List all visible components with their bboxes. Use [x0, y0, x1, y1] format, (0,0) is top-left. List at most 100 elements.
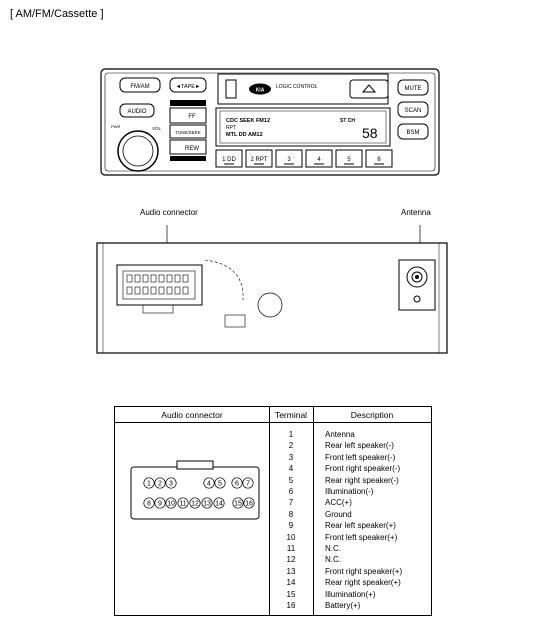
connector-pin-slot: [134, 286, 141, 295]
connector-pin-slot: [150, 274, 157, 283]
pin-circle: [213, 497, 225, 509]
preset-button-3[interactable]: 3: [275, 149, 303, 168]
connector-pin-slot: [158, 274, 165, 283]
svg-text:FF: FF: [188, 114, 196, 120]
pin-number: 5: [218, 481, 222, 488]
preset-button-4[interactable]: 4: [305, 149, 333, 168]
display-line2: RPT: [226, 125, 236, 131]
pin-circle: [143, 477, 155, 489]
terminal-number: 1: [288, 430, 294, 439]
terminal-description: Illumination(+): [325, 589, 376, 599]
terminal-description: ACC(+): [325, 498, 352, 508]
preset-button-5[interactable]: 5: [335, 149, 363, 168]
terminal-number: 7: [288, 498, 294, 508]
svg-text:TUNE/SEEK: TUNE/SEEK: [175, 130, 201, 135]
pin-circle: [214, 477, 226, 489]
pin-number: 16: [245, 501, 253, 508]
pin-circle: [189, 497, 201, 509]
terminal-number: 2: [288, 441, 294, 451]
pin-number: 3: [169, 481, 173, 488]
svg-text:6: 6: [377, 157, 381, 163]
pin-circle: [231, 477, 243, 489]
slot-indicator: [170, 100, 206, 106]
terminal-number: 13: [286, 566, 296, 576]
pin-number: 2: [158, 481, 162, 488]
pin-circle: [242, 477, 254, 489]
pin-circle: [143, 497, 155, 509]
ff-button[interactable]: FF: [169, 107, 207, 124]
preset-button-6[interactable]: 6: [365, 149, 393, 168]
svg-text:KIA: KIA: [256, 88, 265, 94]
rear-view-diagram: [96, 225, 448, 354]
stereo-channel-indicator: ST CH: [340, 118, 355, 124]
pin-number: 12: [191, 501, 199, 508]
terminal-description: Rear right speaker(+): [325, 578, 401, 588]
lcd-display: [215, 107, 391, 147]
eject-button[interactable]: [349, 79, 389, 99]
pin-number: 8: [147, 501, 151, 508]
tune-seek-button[interactable]: TUNE/SEEK: [169, 124, 207, 139]
slot-indicator: [170, 156, 206, 161]
antenna-label: Antenna: [401, 208, 431, 217]
svg-text:REW: REW: [185, 146, 199, 152]
kia-logo: [249, 83, 271, 95]
header-description: Description: [313, 407, 431, 423]
terminal-description: Rear left speaker(-): [325, 441, 394, 451]
vol-label: VOL: [152, 126, 162, 131]
terminal-description: Rear right speaker(-): [325, 475, 399, 485]
bsm-button[interactable]: BSM: [397, 123, 429, 140]
pin-number: 6: [235, 481, 239, 488]
svg-text:SCAN: SCAN: [405, 108, 422, 114]
pin-number: 4: [207, 481, 211, 488]
tape-button[interactable]: ◄TAPE►: [169, 77, 207, 93]
connector-pin-slot: [142, 274, 149, 283]
pin-circle: [165, 477, 177, 489]
pin-circle: [177, 497, 189, 509]
antenna-socket: [398, 259, 436, 311]
pin-circle: [154, 477, 166, 489]
audio-button[interactable]: AUDIO: [119, 103, 155, 118]
pin-number: 14: [215, 501, 223, 508]
svg-text:AUDIO: AUDIO: [127, 109, 146, 115]
connector-pin-slot: [182, 274, 189, 283]
svg-text:MUTE: MUTE: [405, 86, 422, 92]
terminal-number: 16: [286, 601, 296, 610]
pin-number: 15: [234, 501, 242, 508]
frequency-readout: 58: [362, 125, 378, 141]
pin-circle: [154, 497, 166, 509]
terminal-number: 11: [286, 544, 296, 553]
scan-button[interactable]: SCAN: [397, 101, 429, 118]
terminal-number: 4: [288, 464, 294, 474]
svg-text:3: 3: [287, 157, 291, 163]
pin-number: 13: [203, 501, 211, 508]
terminal-number: 5: [288, 475, 294, 485]
volume-knob[interactable]: [117, 130, 159, 172]
preset-button-2[interactable]: 2 RPT: [245, 149, 273, 168]
connector-pin-slot: [126, 286, 133, 295]
preset-button-1[interactable]: 1 DD: [215, 149, 243, 168]
terminal-description: N.C.: [325, 544, 341, 553]
pin-circle: [203, 477, 215, 489]
connector-pin-slot: [134, 274, 141, 283]
terminal-number: 9: [288, 521, 294, 531]
page-title: [ AM/FM/Cassette ]: [10, 8, 104, 20]
svg-text:1 DD: 1 DD: [222, 157, 236, 163]
connector-pin-slot: [126, 274, 133, 283]
terminal-description: Front left speaker(+): [325, 532, 398, 542]
connector-pin-slot: [182, 286, 189, 295]
svg-text:BSM: BSM: [406, 130, 419, 136]
terminal-description: Front right speaker(+): [325, 566, 403, 576]
rew-button[interactable]: REW: [169, 139, 207, 155]
terminal-number: 15: [286, 589, 296, 599]
connector-pin-slot: [158, 286, 165, 295]
terminal-description: Front left speaker(-): [325, 452, 396, 462]
connector-pin-slot: [174, 286, 181, 295]
fm-am-button[interactable]: FM/AM: [119, 77, 161, 93]
connector-pin-slot: [166, 274, 173, 283]
connector-pin-slot: [142, 286, 149, 295]
pin-circle: [243, 497, 255, 509]
pin-circle: [201, 497, 213, 509]
svg-text:◄TAPE►: ◄TAPE►: [176, 84, 201, 90]
mute-button[interactable]: MUTE: [397, 79, 429, 96]
